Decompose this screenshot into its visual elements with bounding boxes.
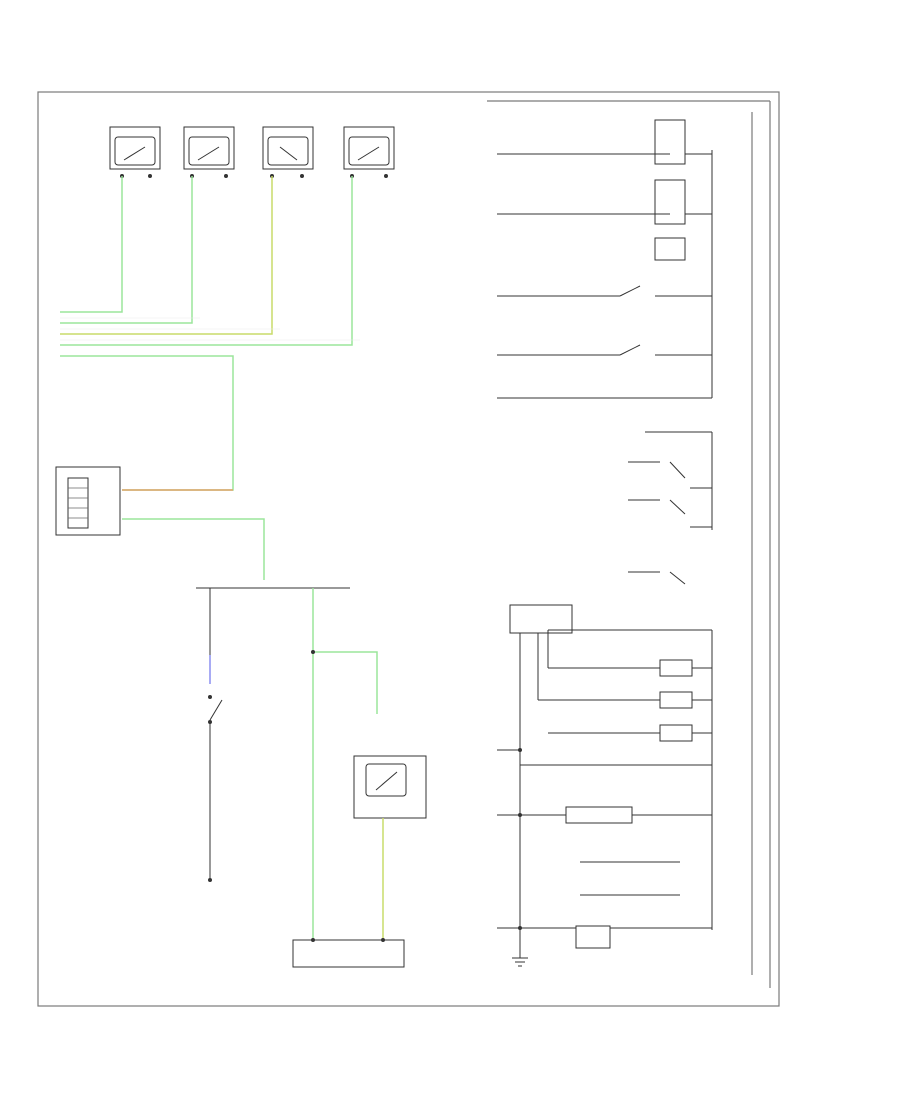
gauge-icon [365, 763, 407, 797]
ground-icon [512, 948, 528, 967]
diagram-frame [37, 91, 780, 1007]
wire-center-branch [313, 651, 378, 714]
wire-gauge-3 [60, 176, 273, 335]
gauge-icon [188, 136, 230, 166]
gauge-icon [348, 136, 390, 166]
ground-icon [208, 878, 212, 882]
switch-left [208, 695, 223, 724]
gauge-icon [114, 136, 156, 166]
switch-icon [669, 461, 686, 479]
relay-1 [497, 119, 712, 165]
gauge-2 [183, 126, 235, 178]
relay-3 [654, 237, 686, 261]
lamp-1 [548, 659, 712, 677]
switch-icon [669, 571, 686, 585]
lamp-3 [548, 724, 712, 742]
control-unit-box [509, 604, 573, 634]
switch-right-4 [628, 499, 712, 528]
wire-module-out [122, 518, 265, 580]
lamp-2 [538, 691, 712, 709]
wire-gauge-4 [60, 176, 353, 346]
gauge-icon [267, 136, 309, 166]
sensor-right-box [575, 925, 611, 949]
connector-icon [67, 477, 89, 529]
wire-gauge-1 [60, 176, 123, 313]
switch-icon [619, 344, 641, 356]
switch-icon [619, 285, 641, 297]
gauge-4 [343, 126, 395, 178]
module-right-box [565, 806, 633, 824]
switch-icon [209, 699, 223, 721]
bottom-connector [292, 939, 405, 968]
relay-2 [497, 179, 712, 225]
switch-icon [669, 499, 686, 515]
gauge-3 [262, 126, 314, 178]
switch-right-1 [497, 285, 712, 297]
switch-right-3 [628, 461, 712, 489]
wire-gauge-2 [60, 176, 193, 324]
gauge-1 [109, 126, 161, 178]
switch-right-5 [628, 571, 686, 585]
sensor-box [353, 755, 427, 819]
module-connector [55, 466, 121, 536]
switch-right-2 [497, 344, 712, 356]
